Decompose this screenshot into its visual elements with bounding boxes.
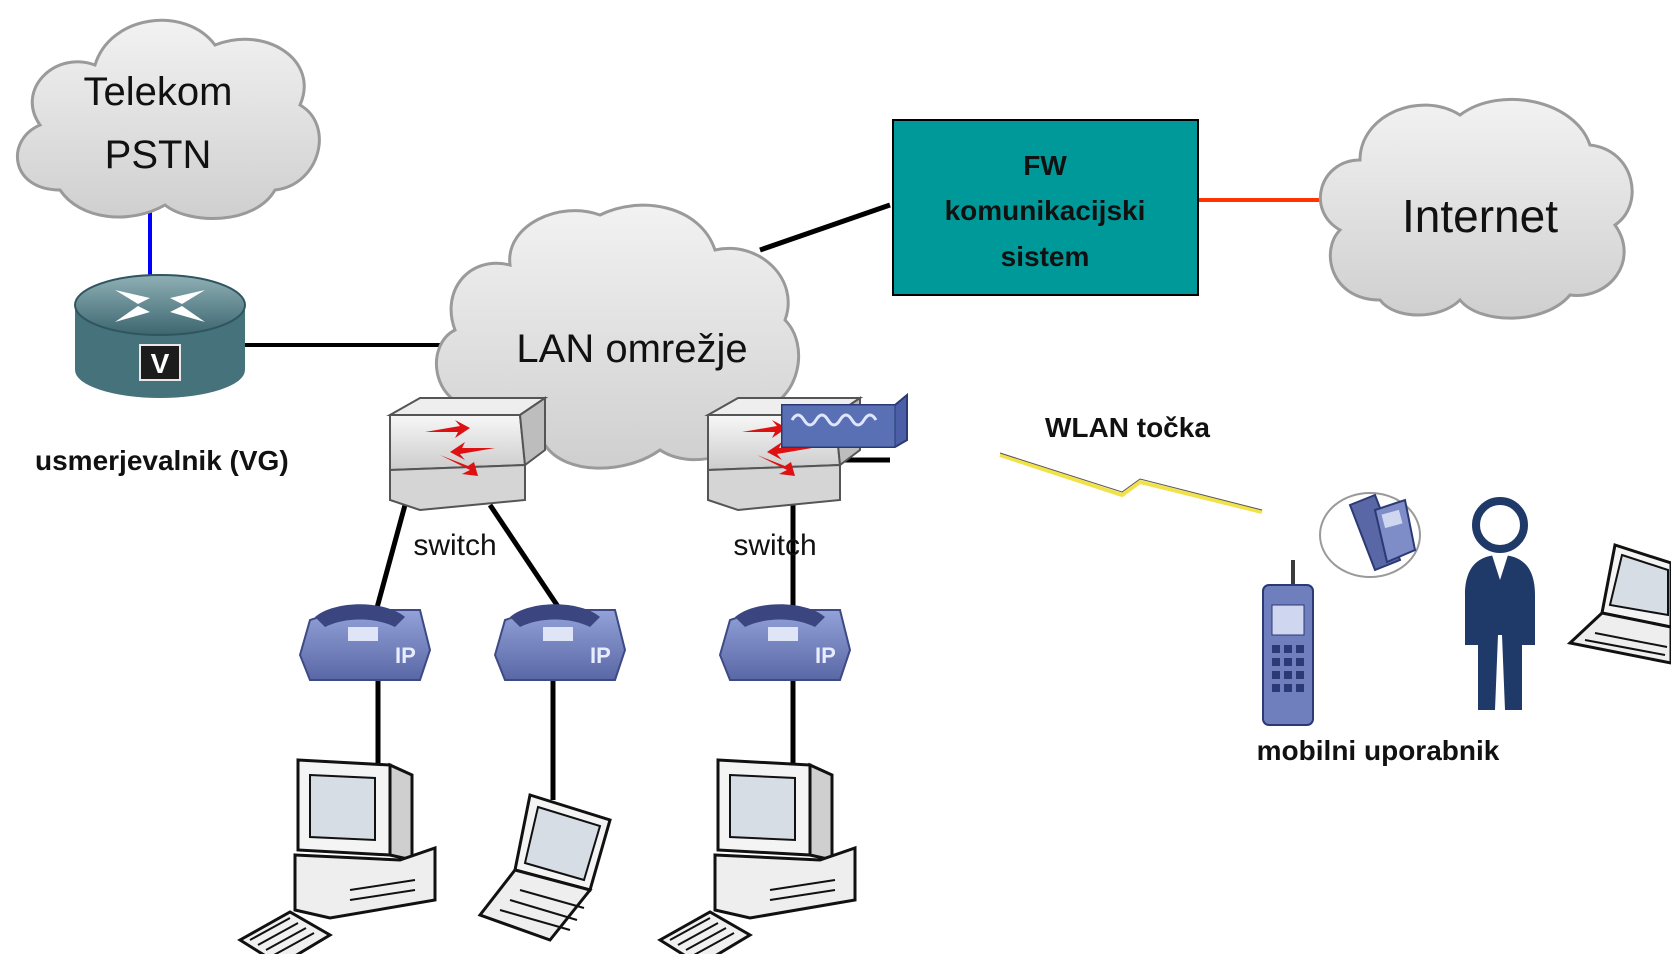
switch-left-icon [386, 396, 549, 512]
ip-phone-1-icon: IP [298, 604, 432, 681]
lan-label: LAN omrežje [516, 327, 747, 371]
wireless-link-outline [999, 452, 1263, 511]
desktop-pc-2-icon [657, 758, 857, 954]
ip-phone-2-icon: IP [493, 604, 627, 681]
ip-phone-1-badge: IP [395, 643, 416, 668]
firewall-line1: FW [1023, 150, 1067, 181]
laptop-icon [477, 793, 612, 942]
ip-phone-3-icon: IP [718, 604, 852, 681]
firewall-line2: komunikacijski [945, 195, 1146, 226]
mobile-laptop-icon [1566, 543, 1671, 665]
ip-phone-3-badge: IP [815, 643, 836, 668]
wireless-link [999, 453, 1263, 514]
link-switch1-phone2 [487, 503, 570, 622]
firewall-box: FW komunikacijski sistem [892, 119, 1199, 296]
telekom-pstn-cloud: Telekom PSTN [15, 18, 321, 220]
router-label: usmerjevalnik (VG) [35, 445, 289, 476]
mobile-phones-icon [1319, 492, 1421, 578]
wlan-access-point-icon [781, 392, 908, 448]
wlan-label: WLAN točka [1045, 412, 1210, 443]
router-badge: V [151, 348, 170, 379]
telekom-label: Telekom [84, 70, 233, 114]
link-lan-firewall [759, 202, 891, 253]
handheld-radio-icon [1262, 560, 1314, 726]
switch-left-label: switch [413, 529, 496, 562]
person-icon [1465, 497, 1535, 710]
link-switch1-phone1 [372, 504, 408, 616]
ip-phone-2-badge: IP [590, 643, 611, 668]
mobile-user-label: mobilni uporabnik [1257, 735, 1500, 766]
pstn-label: PSTN [105, 133, 212, 177]
internet-label: Internet [1402, 190, 1558, 242]
desktop-pc-1-icon [237, 758, 437, 954]
firewall-line3: sistem [1001, 241, 1090, 272]
switch-right-label: switch [733, 529, 816, 562]
internet-cloud: Internet [1318, 97, 1634, 320]
router-vg-icon: V [74, 274, 246, 398]
